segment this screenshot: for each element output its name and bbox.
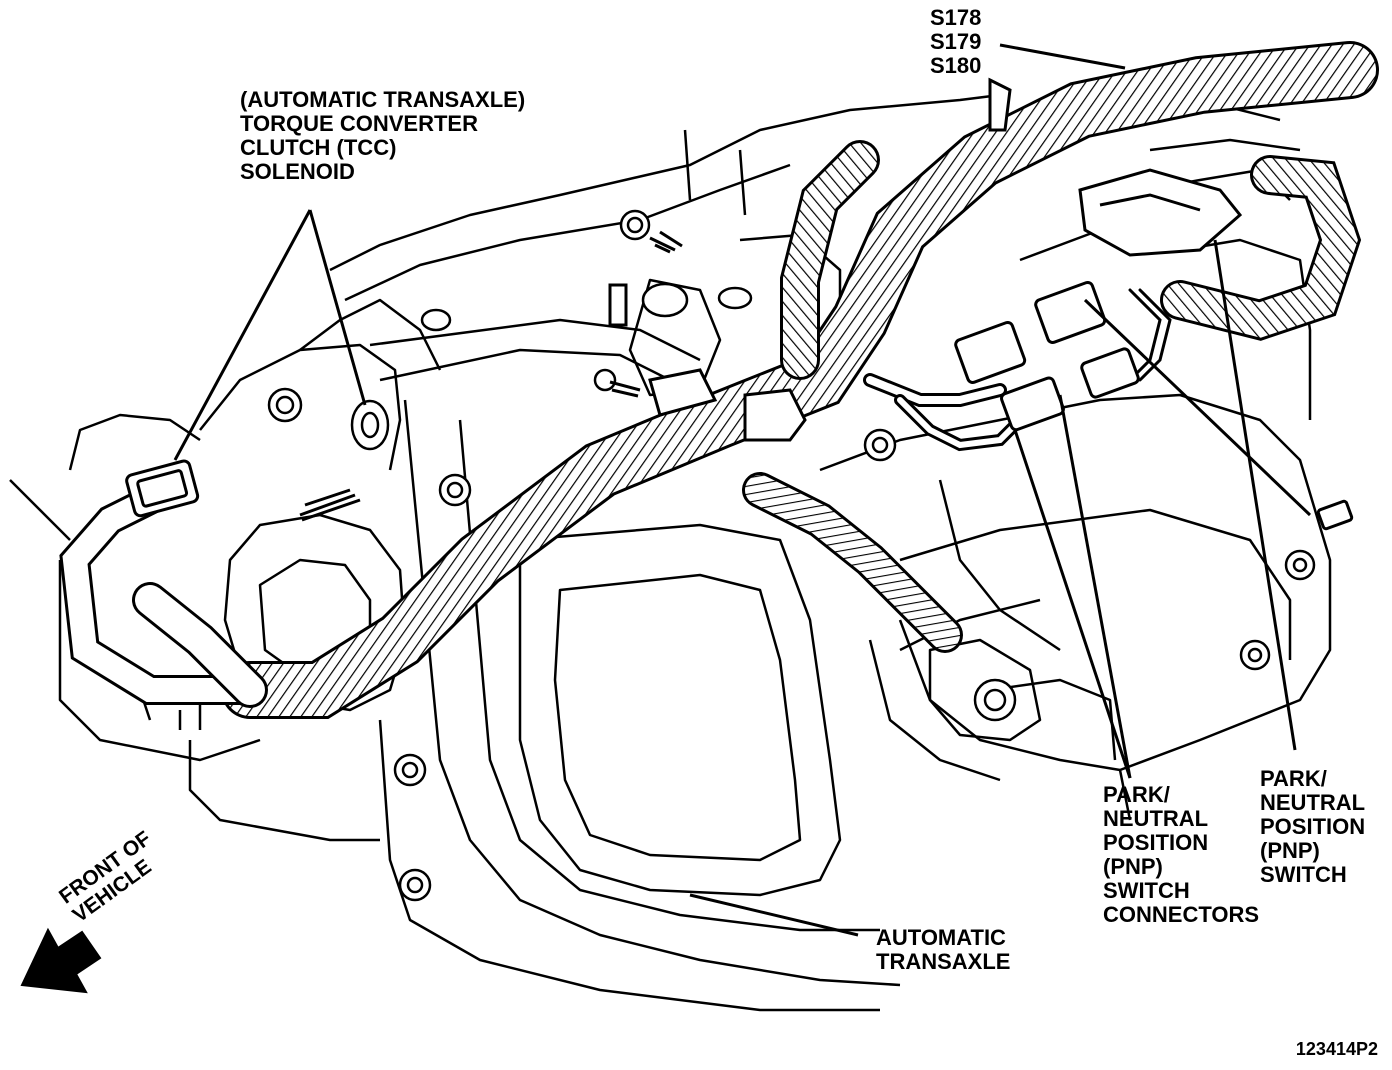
bolt-12 <box>717 286 753 310</box>
bolt-1 <box>267 387 303 423</box>
stud-bolts <box>299 230 683 522</box>
wiring-harness <box>59 41 1379 719</box>
leader-transaxle <box>689 893 859 937</box>
leader-tcc-1 <box>173 209 312 461</box>
bolt-13 <box>641 282 689 318</box>
harness-upper-branch <box>783 143 877 377</box>
bolt-4 <box>398 868 432 902</box>
leader-pnp-connectors-2 <box>1058 394 1132 779</box>
leader-splices <box>999 43 1126 70</box>
harness-clips <box>648 77 1012 442</box>
front-of-vehicle-arrow <box>20 927 102 994</box>
bolt-5 <box>863 428 897 462</box>
bolt-3 <box>393 753 427 787</box>
leader-lines <box>173 43 1312 937</box>
bolt-6 <box>1284 549 1316 581</box>
bolt-8 <box>619 209 651 241</box>
bolt-7 <box>1239 639 1271 671</box>
transaxle-housing <box>9 93 1332 1012</box>
harness-main-trunk <box>224 44 1376 716</box>
bolt-11 <box>420 308 452 332</box>
leader-tcc-2 <box>308 209 367 406</box>
figure-id: 123414P2 <box>1295 1039 1378 1059</box>
leader-pnp-switch-2 <box>1083 298 1312 517</box>
housing-bolts <box>267 209 1316 902</box>
pnp-switch-connectors <box>954 280 1140 432</box>
pnp-switch-label: PARK/ NEUTRAL POSITION (PNP) SWITCH <box>1260 766 1366 887</box>
harness-left-loop <box>62 488 262 702</box>
bolt-9 <box>973 678 1017 722</box>
pnp-switch-connectors-label: PARK/ NEUTRAL POSITION (PNP) SWITCH CONN… <box>1103 782 1260 927</box>
harness-right-branch <box>1163 158 1358 338</box>
bolt-10 <box>593 368 617 392</box>
tcc-solenoid-connector <box>125 459 200 518</box>
harness-lower-branch <box>745 475 960 650</box>
automatic-transaxle-label: AUTOMATIC TRANSAXLE <box>876 925 1011 974</box>
leader-pnp-switch <box>1213 239 1297 751</box>
splice-label: S178 S179 S180 <box>930 5 982 78</box>
bolt-14 <box>350 399 390 451</box>
bolt-2 <box>438 473 472 507</box>
pnp-switch-body <box>1078 168 1354 531</box>
tcc-solenoid-label: (AUTOMATIC TRANSAXLE) TORQUE CONVERTER C… <box>240 87 526 184</box>
leader-pnp-connectors-1 <box>1013 429 1132 779</box>
